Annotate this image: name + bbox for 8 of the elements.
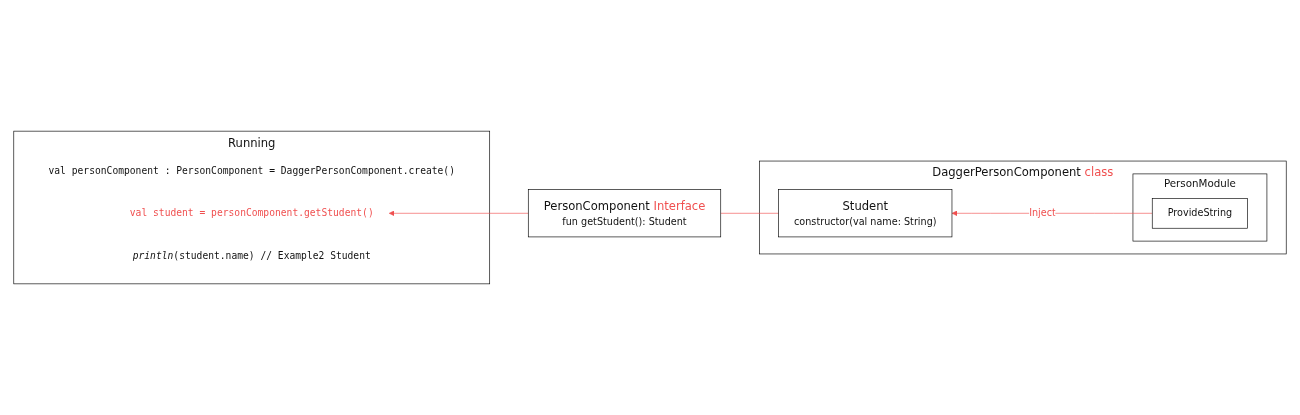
- node-box: PersonComponent Interface fun getStudent(): Student: [527, 189, 722, 238]
- node-text: val personComponent : PersonComponent = DaggerPersonComponent.create(): [48, 164, 455, 177]
- node-box: Student constructor(val name: String): [778, 189, 953, 238]
- edge-label: Inject: [1029, 207, 1056, 219]
- node-box: ProvideString: [1151, 198, 1248, 229]
- connector: [720, 212, 779, 214]
- node-text: val student = personComponent.getStudent(): [129, 207, 374, 219]
- node-text: println(student.name) // Example2 Student: [132, 250, 371, 262]
